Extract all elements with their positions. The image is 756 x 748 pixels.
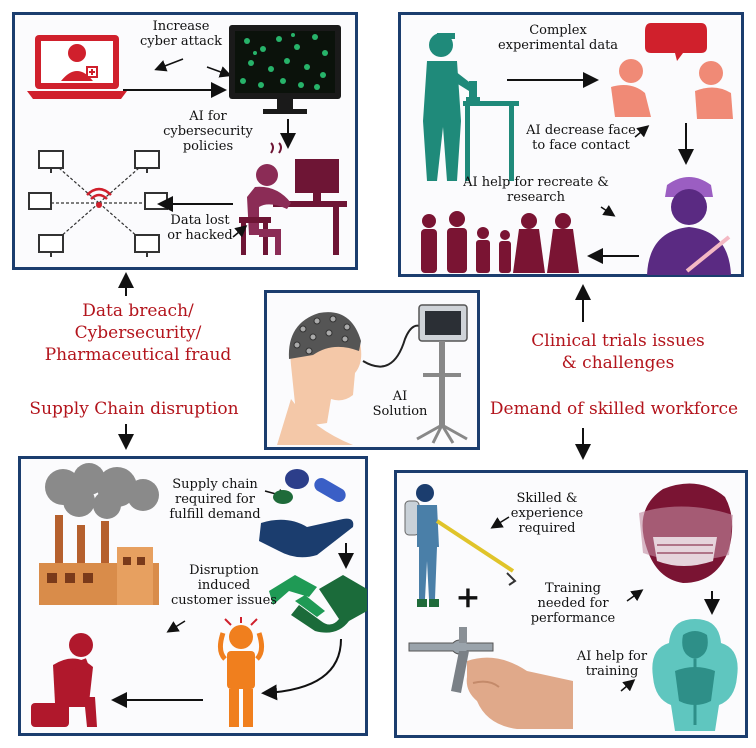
label-ai-solution: AI Solution [372, 389, 428, 419]
arrow-up-to-cyber [118, 272, 134, 296]
small-arrow-skilled [490, 516, 510, 529]
handshake-icon [269, 575, 367, 633]
heading-skilled-workforce: Demand of skilled workforce [489, 399, 739, 419]
small-arrow-training [626, 589, 644, 602]
label-training-needed: Training needed for performance [530, 581, 616, 626]
arrow-down-to-supply [118, 424, 134, 450]
label-disruption: Disruption induced customer issues [171, 563, 277, 608]
arrow-up-to-clinical [575, 284, 591, 322]
small-arrow-decrease [634, 125, 650, 138]
arrow-handshake-to-stressed [261, 638, 342, 701]
label-data-lost: Data lost or hacked [167, 213, 233, 243]
panel-ai-solution: AI Solution [264, 290, 480, 450]
small-arrow-disruption [166, 620, 186, 633]
arrow-stressed-to-sad [111, 692, 203, 708]
label-supply-chain-required: Supply chain required for fulfill demand [169, 477, 261, 522]
sad-person-icon [31, 633, 97, 727]
label-complex-data: Complex experimental data [497, 23, 619, 53]
label-skilled-experience: Skilled & experience required [510, 491, 584, 536]
airbrush-hand-icon [408, 627, 573, 729]
arrow-laptop-to-monitor [123, 82, 227, 98]
arrow-shield-to-model [704, 591, 720, 615]
label-ai-decrease: AI decrease face to face contact [526, 123, 636, 153]
panel-supply-chain: Supply chain required for fulfill demand… [18, 456, 368, 736]
heading-clinical-trials: Clinical trials issues & challenges [531, 331, 705, 373]
arrow-monitor-to-worker [280, 119, 296, 149]
arrow-conversation-to-surgeon [678, 123, 694, 165]
heading-supply-chain: Supply Chain disruption [29, 399, 239, 419]
conversation-icon [611, 23, 733, 119]
training-model-icon [652, 619, 738, 731]
small-arrow-recreate [600, 205, 616, 217]
small-arrow-increase-2 [206, 66, 232, 78]
arrow-data-to-conversation [507, 72, 599, 88]
scientist-lab-icon [423, 33, 519, 181]
heading-data-breach: Data breach/ Cybersecurity/ Pharmaceutic… [44, 301, 232, 365]
small-arrow-increase [154, 58, 184, 72]
label-ai-recreate: AI help for recreate & research [463, 175, 609, 205]
network-icon [28, 150, 168, 257]
arrow-pills-to-handshake [338, 543, 354, 569]
laptop-doctor-icon [27, 35, 127, 99]
face-shield-icon [639, 483, 733, 583]
virus-monitor-icon [229, 25, 341, 114]
label-ai-cybersecurity-policies: AI for cybersecurity policies [163, 109, 253, 154]
stressed-person-icon [217, 617, 265, 727]
panel-cybersecurity: Increase cyber attack AI for cybersecuri… [12, 12, 358, 270]
sprayer-worker-icon [404, 484, 517, 607]
arrow-down-to-workforce [575, 428, 591, 460]
eeg-patient-icon [277, 304, 468, 445]
factory-icon [39, 463, 159, 605]
arrow-worker-to-network [157, 196, 233, 212]
arrow-surgeon-to-family [587, 248, 639, 264]
panel-skilled-workforce: Skilled & experience required + Training… [394, 470, 748, 738]
small-arrow-data-lost [232, 225, 248, 238]
pills-hand-icon [259, 469, 354, 558]
panel-clinical-trials: Complex experimental data AI decrease fa… [398, 12, 744, 277]
small-arrow-ai-training [620, 679, 636, 692]
label-ai-help-training: AI help for training [576, 649, 648, 679]
plus-sign: + [455, 580, 481, 615]
surgeon-icon [647, 177, 731, 275]
label-increase-cyber-attack: Increase cyber attack [139, 19, 223, 49]
stressed-worker-icon [239, 142, 347, 255]
family-crowd-icon [421, 211, 579, 273]
